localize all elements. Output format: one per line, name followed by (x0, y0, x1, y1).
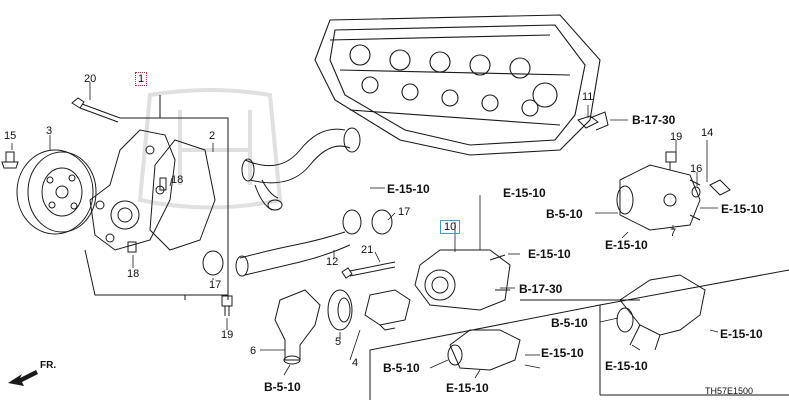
part-label-2: 2 (209, 130, 216, 142)
honda-watermark-logo (137, 88, 283, 210)
part-label-1[interactable]: 1 (134, 72, 148, 86)
o-ring-17-lower (202, 250, 224, 276)
part-label-19-left: 19 (221, 329, 234, 341)
part-label-14: 14 (701, 127, 714, 139)
bolt-18-lower (127, 241, 137, 253)
part-label-19-right: 19 (670, 131, 683, 143)
ref-b-5-10-lowmid[interactable]: B-5-10 (383, 361, 420, 375)
inset-panel-outline (369, 269, 789, 400)
lower-water-hose (235, 209, 362, 277)
ref-e-15-10-center[interactable]: E-15-10 (503, 186, 546, 200)
part-label-21: 21 (361, 244, 374, 256)
thermostat-housing (414, 249, 511, 311)
upper-water-hose (241, 127, 361, 211)
ref-b-17-30-mid[interactable]: B-17-30 (519, 282, 563, 296)
ref-e-15-10-lowmid1[interactable]: E-15-10 (541, 346, 584, 360)
bolt-15 (1, 151, 19, 169)
ref-e-15-10-lowright1[interactable]: E-15-10 (720, 327, 763, 341)
ref-e-15-10-right2[interactable]: E-15-10 (605, 238, 648, 252)
front-direction-label: FR. (40, 360, 57, 371)
sensor-14 (691, 179, 731, 198)
bypass-pipe-lower-middle (447, 329, 521, 371)
part-label-17-lower: 17 (209, 279, 222, 291)
bolt-18-upper (159, 177, 167, 191)
ref-b-5-10-right[interactable]: B-5-10 (546, 207, 583, 221)
ref-b-5-10-bottomleft[interactable]: B-5-10 (264, 380, 301, 394)
bolt-20 (71, 97, 121, 123)
part-label-11: 11 (582, 91, 594, 103)
water-passage-connector (616, 164, 701, 231)
part-label-16: 16 (690, 163, 703, 175)
ref-b-5-10-lowright[interactable]: B-5-10 (551, 316, 588, 330)
diagram-code: TH57E1500 (705, 386, 754, 396)
bypass-pipe-lower-right (616, 274, 706, 351)
ref-b-17-30-top[interactable]: B-17-30 (632, 113, 676, 127)
water-pump-pulley (16, 149, 97, 235)
part-label-18-upper: 18 (171, 174, 184, 186)
bolt-19-right (665, 151, 677, 170)
water-outlet (274, 289, 321, 365)
part-label-7: 7 (670, 227, 677, 239)
part-label-3: 3 (46, 125, 53, 137)
bolt-21 (341, 261, 396, 279)
part-label-6: 6 (250, 345, 257, 357)
o-ring-17-upper (371, 209, 393, 235)
part-label-15: 15 (4, 130, 17, 142)
water-pump-body (89, 129, 176, 251)
pump-assembly-bracket (84, 95, 229, 300)
leader-lines (11, 82, 719, 379)
part-label-20: 20 (84, 73, 97, 85)
front-direction-arrow (8, 370, 38, 386)
sensor-11 (577, 111, 609, 131)
ref-e-15-10-right1[interactable]: E-15-10 (721, 202, 764, 216)
ref-e-15-10-mid[interactable]: E-15-10 (528, 247, 571, 261)
bolt-19-left (221, 295, 233, 316)
ref-e-15-10-hose[interactable]: E-15-10 (387, 182, 430, 196)
thermostat (327, 289, 411, 331)
part-label-10[interactable]: 10 (439, 220, 461, 234)
water-pump-gasket (149, 139, 216, 251)
part-label-4: 4 (352, 357, 359, 369)
part-label-12: 12 (326, 256, 339, 268)
ref-e-15-10-lowright2[interactable]: E-15-10 (605, 359, 648, 373)
cylinder-head (314, 14, 601, 156)
part-label-18-lower: 18 (127, 268, 140, 280)
part-label-5: 5 (335, 336, 342, 348)
ref-e-15-10-lowmid2[interactable]: E-15-10 (446, 381, 489, 395)
part-label-17-upper: 17 (398, 206, 411, 218)
